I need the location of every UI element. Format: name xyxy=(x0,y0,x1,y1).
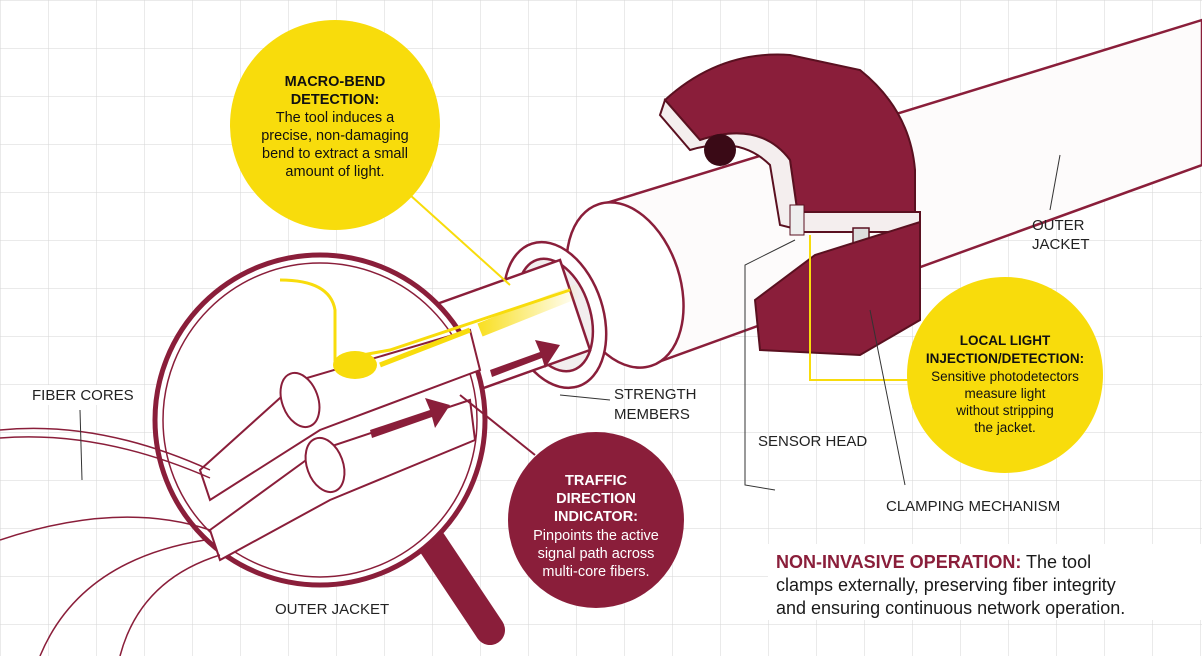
svg-text:INDICATOR:: INDICATOR: xyxy=(554,509,638,525)
svg-text:DETECTION:: DETECTION: xyxy=(291,92,380,108)
callout-traffic-direction: TRAFFIC DIRECTION INDICATOR: Pinpoints t… xyxy=(508,432,684,608)
svg-text:and ensuring continuous networ: and ensuring continuous network operatio… xyxy=(776,598,1125,618)
svg-text:TRAFFIC: TRAFFIC xyxy=(565,473,628,489)
non-invasive-note: NON-INVASIVE OPERATION: The tool clamps … xyxy=(768,544,1202,620)
callout-local-light: LOCAL LIGHT INJECTION/DETECTION: Sensiti… xyxy=(907,277,1103,473)
leader-local-light xyxy=(809,235,910,381)
svg-text:LOCAL LIGHT: LOCAL LIGHT xyxy=(960,333,1051,348)
leader-clamping xyxy=(869,309,906,486)
svg-text:Sensitive photodetectors: Sensitive photodetectors xyxy=(931,369,1079,384)
label-outer-jacket-right: OUTER xyxy=(1032,217,1085,234)
svg-text:precise, non-damaging: precise, non-damaging xyxy=(261,128,409,144)
leader-fiber-cores xyxy=(79,409,83,481)
traffic-arrow-icon xyxy=(370,340,560,438)
magnifier xyxy=(152,252,571,645)
adjustment-knob-icon xyxy=(704,134,736,166)
svg-text:Pinpoints the active: Pinpoints the active xyxy=(533,528,659,544)
svg-text:The tool induces a: The tool induces a xyxy=(276,110,395,126)
callout-macro-bend: MACRO-BEND DETECTION: The tool induces a… xyxy=(230,20,440,230)
label-sensor-head: SENSOR HEAD xyxy=(758,433,867,450)
label-strength-members-2: MEMBERS xyxy=(614,406,690,423)
svg-text:NON-INVASIVE OPERATION: The to: NON-INVASIVE OPERATION: The tool xyxy=(776,552,1091,572)
svg-text:the jacket.: the jacket. xyxy=(974,420,1036,435)
svg-text:MACRO-BEND: MACRO-BEND xyxy=(285,74,386,90)
leader-macro-bend xyxy=(409,194,511,286)
svg-text:DIRECTION: DIRECTION xyxy=(556,491,636,507)
light-beam xyxy=(477,283,583,337)
svg-text:bend to extract a small: bend to extract a small xyxy=(262,146,408,162)
svg-text:amount of light.: amount of light. xyxy=(285,164,384,180)
label-strength-members: STRENGTH xyxy=(614,386,697,403)
leader-outer-jacket xyxy=(1049,154,1061,211)
leader-traffic xyxy=(459,394,536,456)
label-fiber-cores: FIBER CORES xyxy=(32,387,134,404)
svg-text:without stripping: without stripping xyxy=(955,403,1054,418)
svg-text:INJECTION/DETECTION:: INJECTION/DETECTION: xyxy=(926,351,1084,366)
label-outer-jacket-right-2: JACKET xyxy=(1032,236,1090,253)
label-outer-jacket-bottom: OUTER JACKET xyxy=(275,601,389,618)
svg-text:clamps externally, preserving: clamps externally, preserving fiber inte… xyxy=(776,575,1116,595)
leader-strength xyxy=(559,394,611,401)
sensor-head xyxy=(789,204,805,236)
fiber-cores-strands xyxy=(0,427,221,656)
svg-text:signal path across: signal path across xyxy=(538,546,655,562)
svg-text:multi-core fibers.: multi-core fibers. xyxy=(542,564,649,580)
clamp-body xyxy=(658,53,921,357)
leader-sensor-head xyxy=(744,239,796,491)
label-clamping-mechanism: CLAMPING MECHANISM xyxy=(886,498,1060,515)
svg-text:measure light: measure light xyxy=(964,386,1045,401)
